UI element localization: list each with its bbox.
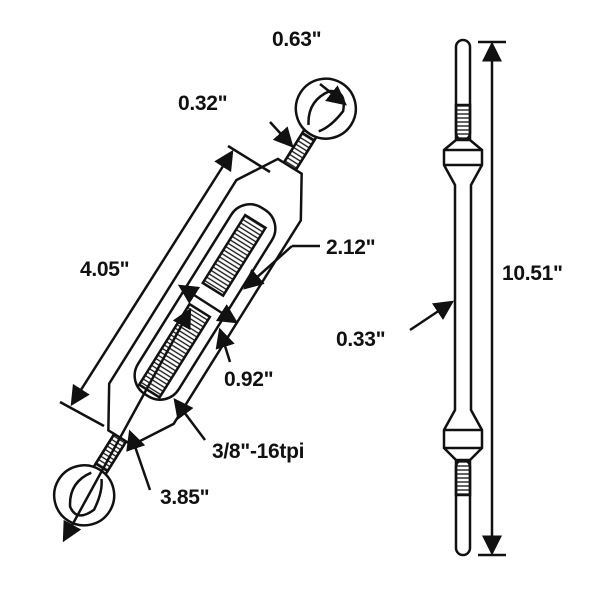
body-inner-width-leader — [215, 327, 235, 363]
side-view-rod — [442, 38, 484, 557]
body-length-extension-bottom — [59, 400, 105, 428]
body-length-extension-top — [227, 144, 271, 174]
label-slot-length: 2.12" — [326, 236, 376, 259]
label-overall-length: 10.51" — [502, 262, 563, 285]
side-rod-top-thread — [454, 103, 472, 142]
body-inner-width-dimension-line — [177, 284, 239, 324]
label-thread: 3/8"-16tpi — [212, 440, 305, 463]
label-rod-diameter-top: 0.32" — [178, 92, 228, 115]
label-eye-inner: 0.63" — [272, 28, 322, 51]
eye-to-body-leader — [126, 429, 152, 491]
label-body-length: 4.05" — [80, 258, 130, 281]
label-eye-to-body: 3.85" — [160, 486, 210, 509]
side-rod-body — [442, 138, 484, 462]
slot-length-leader — [243, 245, 293, 290]
rod-diameter-top-leader — [269, 121, 294, 148]
eye-inner-leader — [319, 83, 347, 106]
label-side-rod-diameter: 0.33" — [336, 328, 386, 351]
thread-leader — [173, 398, 206, 441]
side-rod-bottom-thread — [454, 458, 472, 497]
side-rod-diameter-leader — [409, 300, 455, 332]
dimension-lines — [59, 40, 506, 557]
label-body-inner-width: 0.92" — [224, 368, 274, 391]
eye-to-body-dimension-line — [62, 307, 192, 543]
